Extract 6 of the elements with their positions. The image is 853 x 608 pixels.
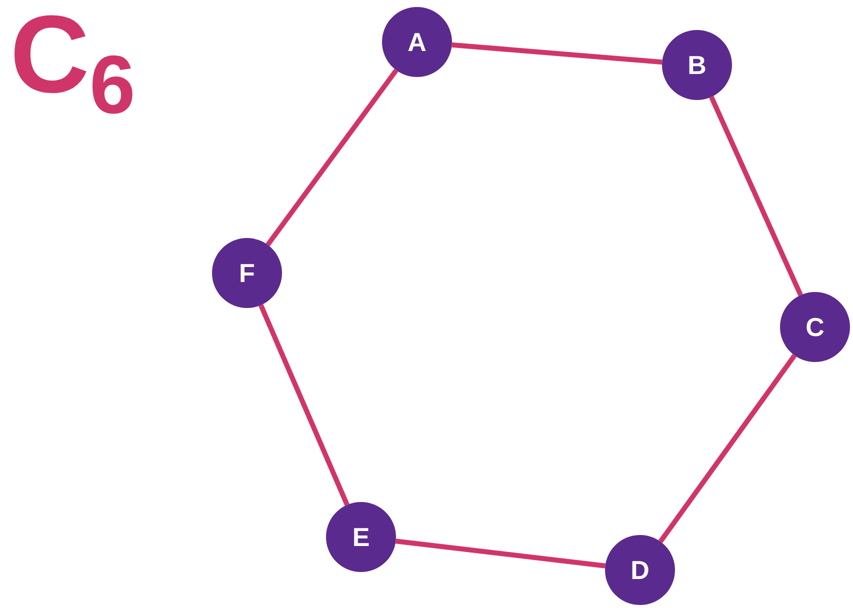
edge-line <box>266 68 398 246</box>
edge-line <box>258 304 350 506</box>
edge-line <box>709 96 803 296</box>
edge-line <box>395 538 606 568</box>
edge-line <box>452 42 662 65</box>
edge-line <box>658 354 797 544</box>
